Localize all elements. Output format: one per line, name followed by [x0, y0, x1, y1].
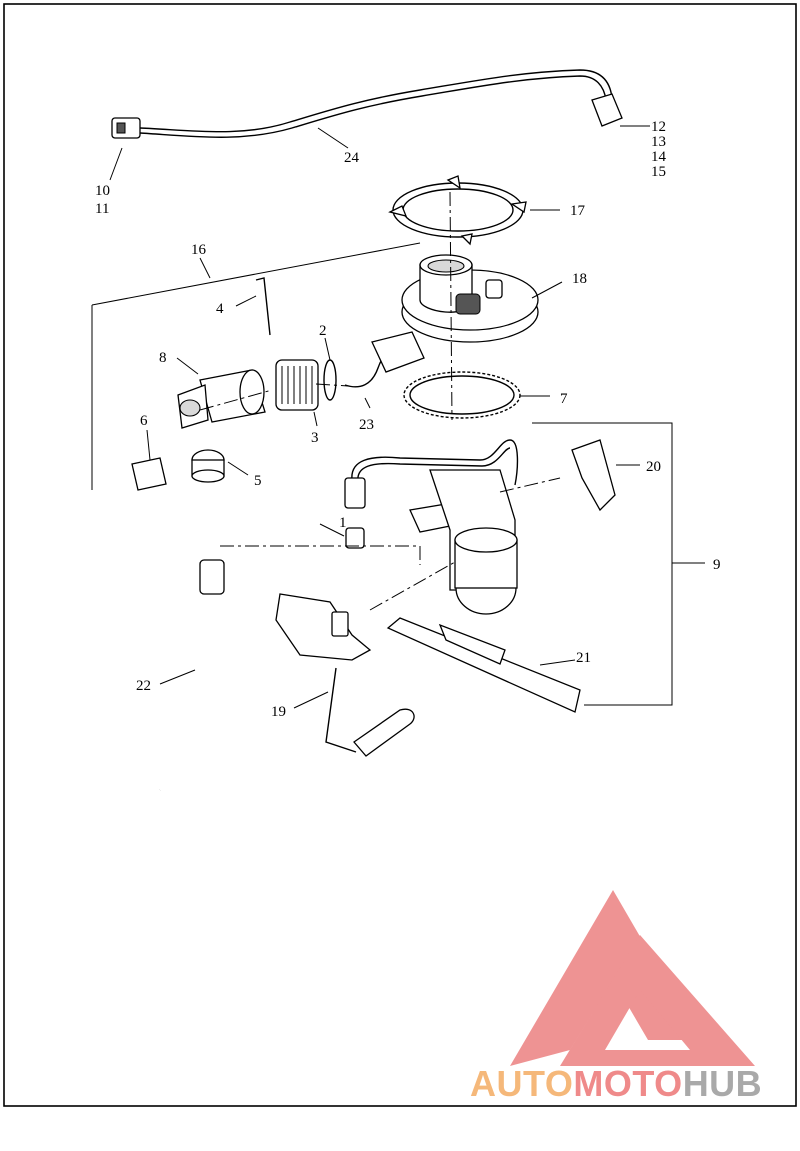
connector-left: [111, 117, 141, 139]
callout-18: 18: [572, 271, 587, 287]
callout-23: 23: [359, 417, 374, 433]
seal-ring: [403, 371, 521, 419]
base-plate: [386, 617, 581, 713]
page-frame: [3, 3, 797, 1107]
callout-13: 13: [651, 134, 666, 150]
fitting-1: [345, 527, 365, 549]
assembly-line: [220, 545, 456, 611]
bracket-9: [532, 422, 705, 706]
pump-flange: [401, 254, 539, 343]
strainer: [275, 359, 319, 411]
callout-19: 19: [271, 704, 286, 720]
svg-text:AUTOMOTOHUB: AUTOMOTOHUB: [470, 1063, 762, 1104]
leader-lines: [109, 125, 650, 709]
watermark-text: AUTOMOTOHUB: [470, 1063, 762, 1104]
callout-7: 7: [560, 391, 568, 407]
fitting-5: [191, 449, 225, 483]
callout-11: 11: [95, 201, 109, 217]
clip-4: [255, 277, 271, 336]
level-sender: [275, 593, 415, 757]
flange-connector: [371, 331, 425, 373]
callout-20: 20: [646, 459, 661, 475]
sender-20: [571, 439, 616, 512]
pump-module: [344, 439, 519, 615]
centre-line: [449, 191, 453, 421]
callout-1: 1: [339, 515, 347, 531]
callout-4: 4: [216, 301, 224, 317]
callout-17: 17: [570, 203, 586, 219]
bracket-16: [91, 242, 421, 490]
callout-14: 14: [651, 149, 667, 165]
seal-ring-inner: [409, 375, 515, 415]
callout-15: 15: [651, 164, 666, 180]
callout-21: 21: [576, 650, 591, 666]
callout-8: 8: [159, 350, 167, 366]
callout-10: 10: [95, 183, 110, 199]
callout-labels: 1 2 3 4 5 6 7 8 9 10 11 12 13 14 15 16 1…: [95, 119, 721, 720]
connector-right: [591, 93, 623, 127]
callout-3: 3: [311, 430, 319, 446]
watermark-moto: MOTO: [573, 1063, 682, 1104]
callout-6: 6: [140, 413, 148, 429]
callout-24: 24: [344, 150, 360, 166]
callout-9: 9: [713, 557, 721, 573]
callout-16: 16: [191, 242, 207, 258]
callout-2: 2: [319, 323, 327, 339]
watermark-hub: HUB: [683, 1063, 763, 1104]
filter-housing: [177, 369, 266, 429]
watermark-logo-icon: [510, 890, 755, 1066]
wiring-harness: [111, 69, 623, 139]
callout-5: 5: [254, 473, 262, 489]
clip-6: [131, 457, 167, 491]
retainer-ring: [388, 175, 527, 246]
callout-22: 22: [136, 678, 151, 694]
watermark-auto: AUTO: [470, 1063, 573, 1104]
callout-12: 12: [651, 119, 666, 135]
oring-2: [323, 359, 337, 401]
